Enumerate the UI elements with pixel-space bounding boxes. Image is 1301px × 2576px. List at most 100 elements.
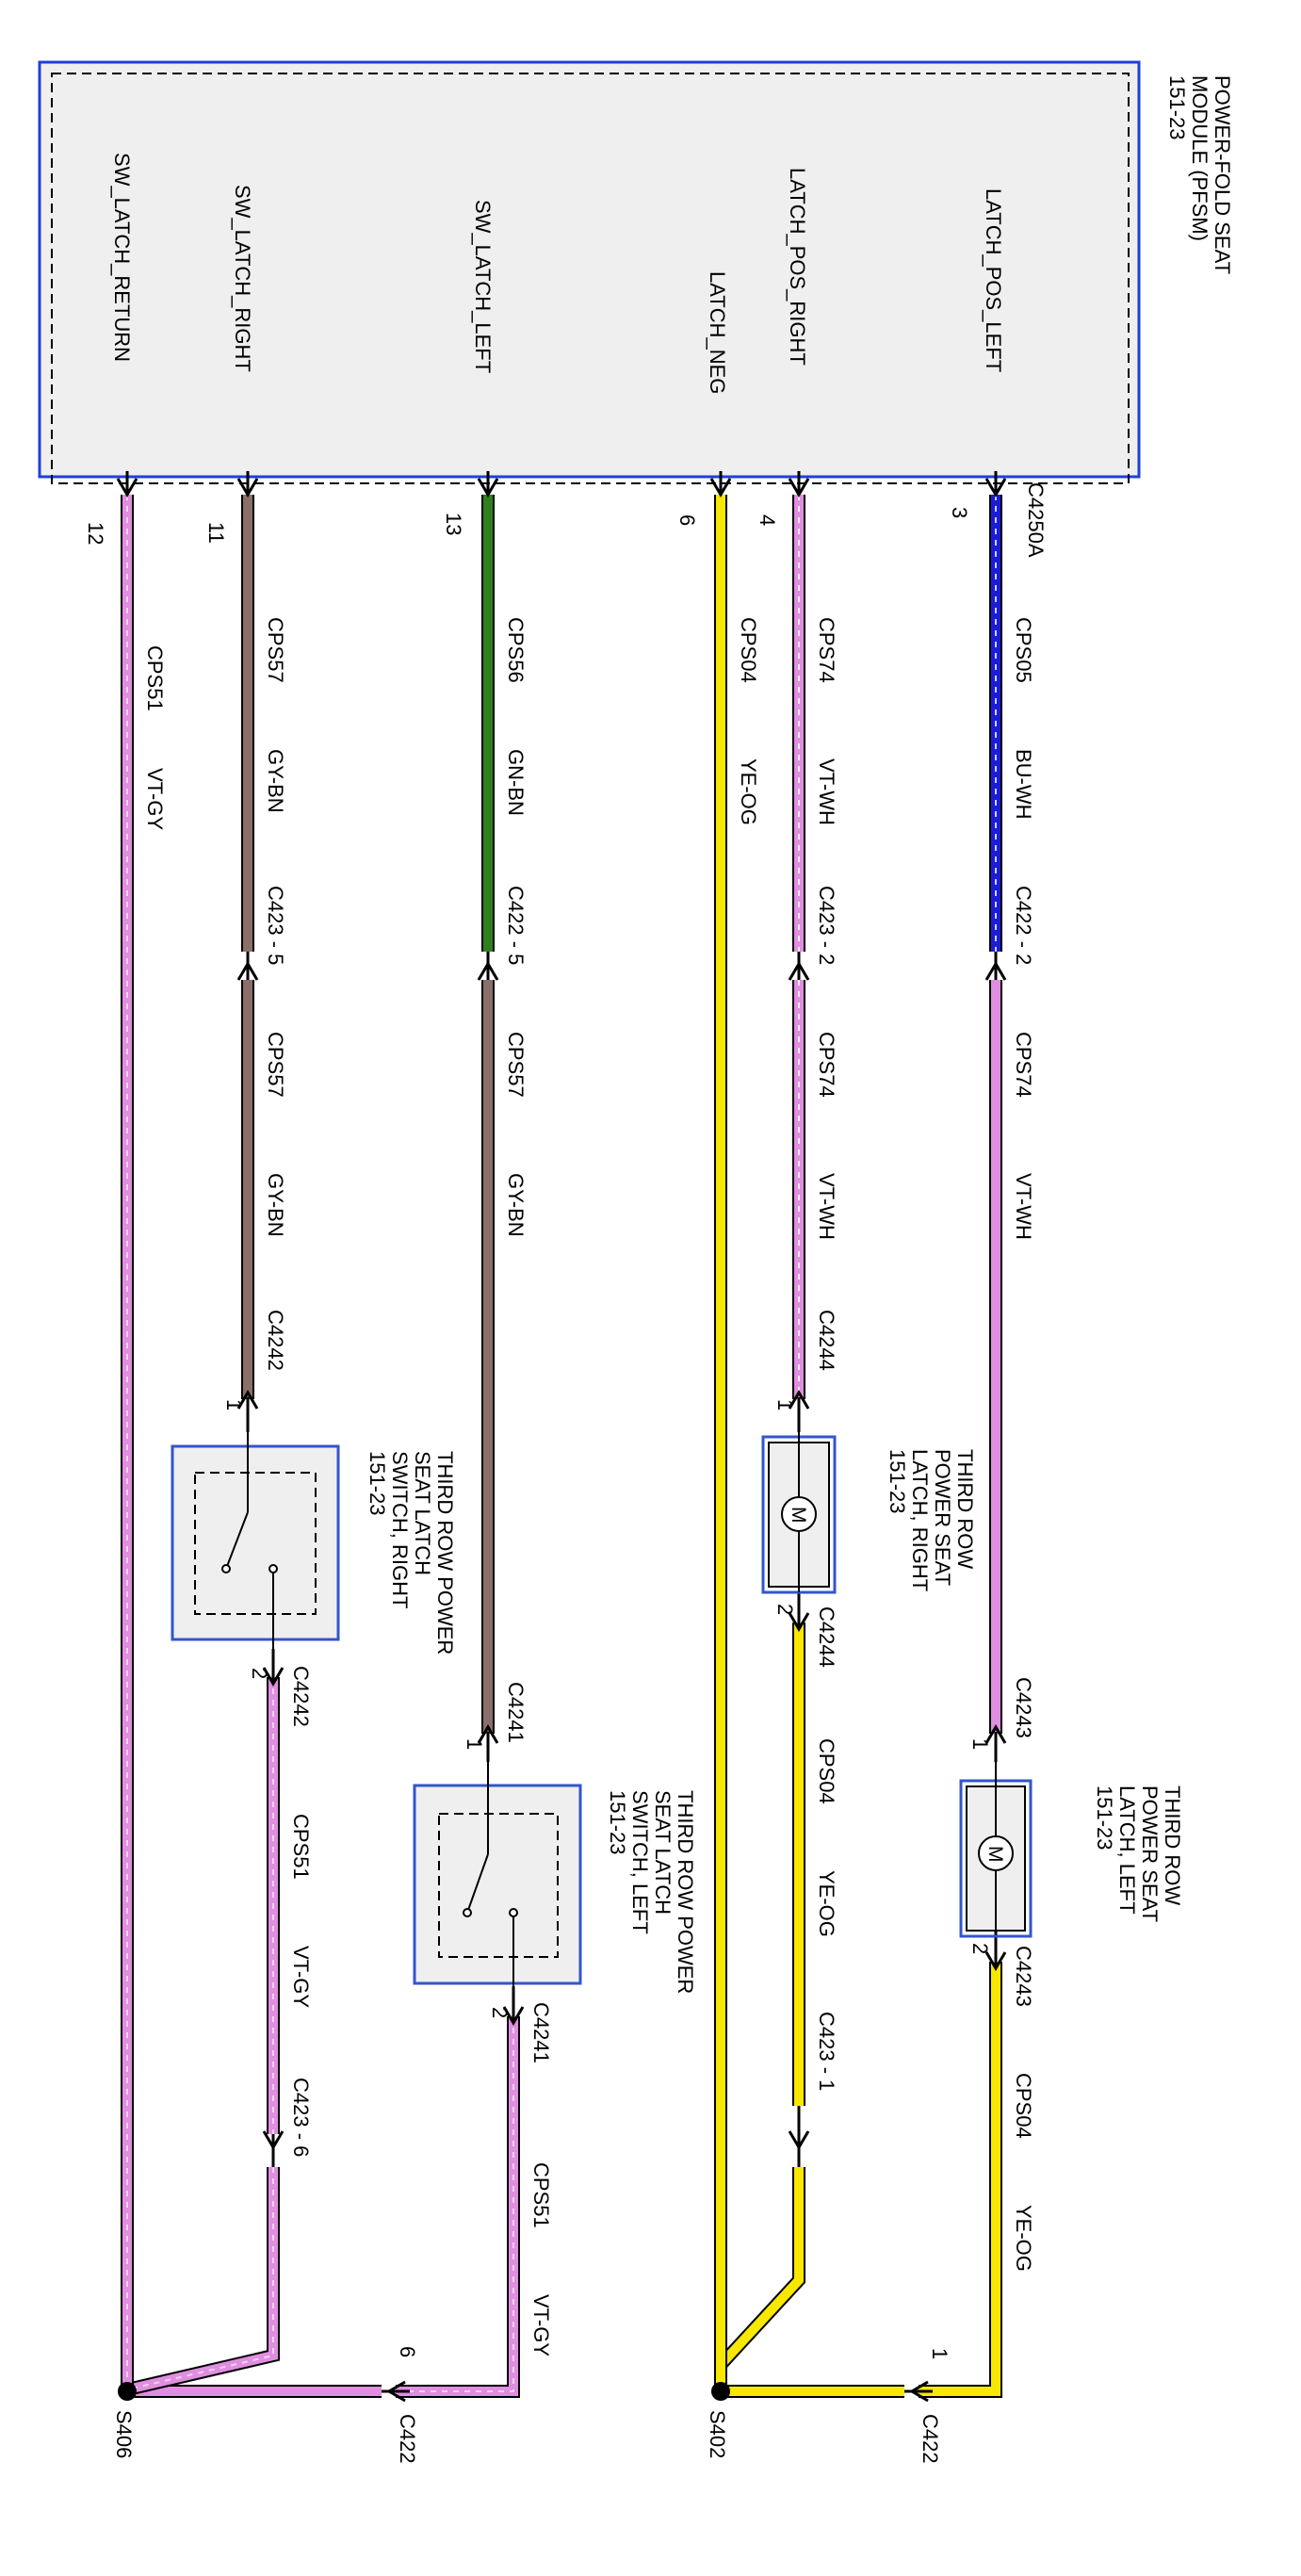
connector-symbols xyxy=(116,471,1007,2403)
label-vt-wh-r2: VT-WH xyxy=(815,1173,838,1240)
label-c422-right: C422 xyxy=(919,2414,942,2464)
pin-label-latch-pos-left: LATCH_POS_LEFT xyxy=(982,188,1005,372)
label-c4243-pin-1: 1 xyxy=(968,1738,992,1750)
label-gy-bn-r1: GY-BN xyxy=(264,749,287,813)
label-cps74-left: CPS74 xyxy=(1012,1032,1035,1098)
label-gy-bn-r2: GY-BN xyxy=(264,1173,287,1237)
label-c422-left: C422 xyxy=(396,2414,419,2464)
latch-left-label-2: POWER SEAT xyxy=(1138,1785,1162,1922)
label-cps51-sl: CPS51 xyxy=(529,2162,553,2228)
switch-right-label-3: SWITCH, RIGHT xyxy=(388,1451,412,1608)
label-c423-6: C423 - 6 xyxy=(289,2078,313,2157)
label-bu-wh: BU-WH xyxy=(1012,749,1035,820)
label-vt-gy-sl: VT-GY xyxy=(529,2294,553,2356)
label-c4241-in: C4241 xyxy=(504,1682,528,1743)
pin-number-4: 4 xyxy=(756,514,779,526)
latch-right-component: M THIRD ROW POWER SEAT LATCH, RIGHT 151-… xyxy=(761,1432,977,1594)
label-cps51-ret: CPS51 xyxy=(143,645,167,711)
label-c423-2: C423 - 2 xyxy=(815,886,838,965)
latch-left-label-1: THIRD ROW xyxy=(1161,1785,1184,1905)
label-c4242-pin-1: 1 xyxy=(222,1399,246,1410)
latch-right-label-1: THIRD ROW xyxy=(953,1449,977,1569)
label-c423-1: C423 - 1 xyxy=(815,2012,838,2091)
wire-labels: CPS05 BU-WH C422 - 2 CPS74 VT-WH C4243 1… xyxy=(143,617,1035,2464)
switch-right-label-4: 151-23 xyxy=(366,1451,389,1516)
pin-label-sw-latch-return: SW_LATCH_RETURN xyxy=(110,153,134,362)
label-cps04-neg: CPS04 xyxy=(737,617,760,683)
switch-right-label-2: SEAT LATCH xyxy=(411,1451,434,1575)
label-c4241-out: C4241 xyxy=(529,2002,553,2063)
label-c422-pin-6: 6 xyxy=(396,2346,419,2357)
label-cps74-r2: CPS74 xyxy=(815,1032,838,1098)
splice-s402-dot xyxy=(711,2382,730,2401)
wire-cps04-ye-og-right-to-splice xyxy=(715,2167,805,2370)
label-vt-wh-left: VT-WH xyxy=(1012,1173,1035,1240)
label-c423-5: C423 - 5 xyxy=(264,886,287,965)
label-ye-og-neg: YE-OG xyxy=(737,758,760,825)
pin-label-latch-neg: LATCH_NEG xyxy=(706,271,729,394)
label-cps56: CPS56 xyxy=(504,617,528,683)
label-cps57-sl: CPS57 xyxy=(504,1032,528,1098)
label-vt-gy-ret: VT-GY xyxy=(143,768,167,830)
wire-cps51-vt-gy-right-to-splice xyxy=(130,2167,280,2395)
module-name-line-1: POWER-FOLD SEAT xyxy=(1211,75,1234,274)
motor-symbol-right: M xyxy=(788,1507,809,1524)
label-cps05: CPS05 xyxy=(1012,617,1035,683)
wire-cps51-vt-gy-left xyxy=(396,2016,520,2398)
label-c422-5: C422 - 5 xyxy=(504,886,528,965)
label-cps74-r1: CPS74 xyxy=(815,617,838,683)
label-cps57-r1: CPS57 xyxy=(264,617,287,683)
latch-left-label-3: LATCH, LEFT xyxy=(1115,1785,1139,1915)
splices: S402 S406 xyxy=(112,2382,730,2458)
label-c422-2: C422 - 2 xyxy=(1012,886,1035,965)
label-cps04-right: CPS04 xyxy=(815,1738,838,1804)
label-c4243-out: C4243 xyxy=(1012,1946,1035,2007)
label-c422-pin-1: 1 xyxy=(928,2348,951,2359)
splice-s402-label: S402 xyxy=(706,2410,729,2458)
switch-left-label-4: 151-23 xyxy=(606,1790,629,1855)
pin-number-13: 13 xyxy=(442,513,465,535)
label-c4244-pin-1: 1 xyxy=(773,1399,797,1410)
module-name-line-3: 151-23 xyxy=(1165,75,1189,140)
label-c4242-pin-2: 2 xyxy=(248,1668,271,1679)
latch-right-label-3: LATCH, RIGHT xyxy=(908,1449,932,1591)
pin-label-sw-latch-right: SW_LATCH_RIGHT xyxy=(231,185,254,372)
switch-right-label-1: THIRD ROW POWER xyxy=(433,1451,457,1655)
switch-left-component: THIRD ROW POWER SEAT LATCH SWITCH, LEFT … xyxy=(413,1762,697,1994)
label-ye-og-right: YE-OG xyxy=(815,1870,838,1937)
label-vt-gy-sr: VT-GY xyxy=(289,1946,313,2008)
label-cps04-left: CPS04 xyxy=(1012,2073,1035,2139)
splice-s406-label: S406 xyxy=(112,2410,136,2458)
power-fold-seat-module: POWER-FOLD SEAT MODULE (PFSM) 151-23 LAT… xyxy=(38,60,1234,558)
pin-label-sw-latch-left: SW_LATCH_LEFT xyxy=(471,200,495,373)
label-gy-bn-sl: GY-BN xyxy=(504,1173,528,1237)
label-c4241-pin-1: 1 xyxy=(463,1738,486,1750)
label-gn-bn: GN-BN xyxy=(504,749,528,816)
latch-left-component: M THIRD ROW POWER SEAT LATCH, LEFT 151-2… xyxy=(959,1762,1184,1938)
splice-s406-dot xyxy=(118,2382,137,2401)
pin-number-3: 3 xyxy=(948,507,971,518)
latch-left-label-4: 151-23 xyxy=(1093,1785,1116,1850)
latch-right-label-4: 151-23 xyxy=(886,1449,909,1514)
pin-number-6: 6 xyxy=(675,514,699,526)
wire-cps04-ye-og-left xyxy=(919,1962,1002,2398)
label-ye-og-left: YE-OG xyxy=(1012,2205,1035,2272)
label-cps51-sr: CPS51 xyxy=(289,1814,313,1880)
pin-label-latch-pos-right: LATCH_POS_RIGHT xyxy=(786,168,809,366)
label-c4242-out: C4242 xyxy=(289,1666,313,1727)
switch-right-component: THIRD ROW POWER SEAT LATCH SWITCH, RIGHT… xyxy=(171,1432,457,1655)
label-vt-wh-r1: VT-WH xyxy=(815,758,838,825)
wires xyxy=(121,495,1002,2398)
label-c4243-in: C4243 xyxy=(1012,1677,1035,1738)
pin-number-12: 12 xyxy=(84,522,107,545)
label-c4241-pin-2: 2 xyxy=(488,2007,512,2018)
label-cps57-r2: CPS57 xyxy=(264,1032,287,1098)
module-name-line-2: MODULE (PFSM) xyxy=(1188,75,1212,241)
latch-right-label-2: POWER SEAT xyxy=(931,1449,954,1586)
label-c4244-in: C4244 xyxy=(815,1310,838,1371)
label-c4242-in: C4242 xyxy=(264,1310,287,1371)
connector-c4250a: C4250A xyxy=(1024,482,1048,558)
pin-number-11: 11 xyxy=(204,522,228,544)
switch-left-label-1: THIRD ROW POWER xyxy=(674,1790,697,1994)
